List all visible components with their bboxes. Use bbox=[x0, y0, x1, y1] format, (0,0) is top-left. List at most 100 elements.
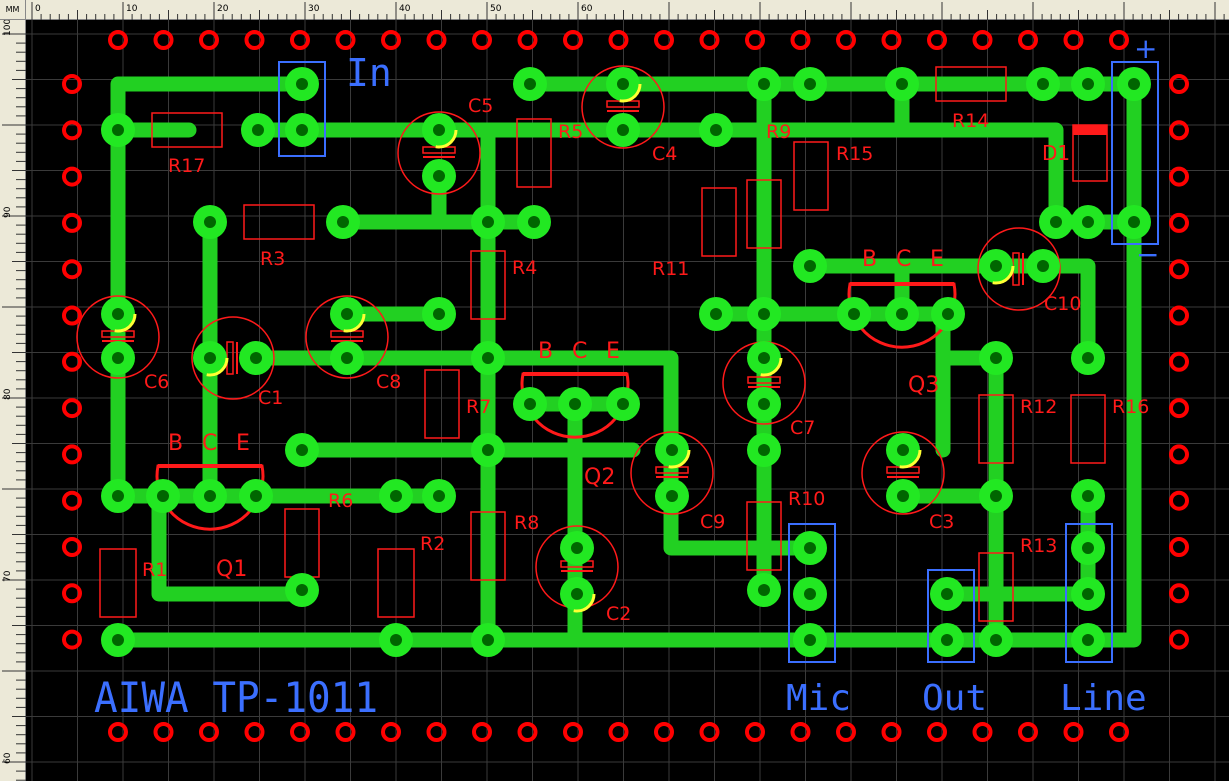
pad-hole bbox=[204, 216, 216, 228]
pad-hole bbox=[666, 490, 678, 502]
pad-hole bbox=[758, 398, 770, 410]
resistor-label-r17: R17 bbox=[168, 155, 205, 177]
mounting-hole bbox=[608, 30, 629, 50]
resistor-label-r11: R11 bbox=[652, 258, 689, 280]
resistor-label-r14: R14 bbox=[952, 110, 989, 132]
pad-hole bbox=[941, 634, 953, 646]
mounting-hole bbox=[1169, 490, 1189, 511]
pad-hole bbox=[112, 124, 124, 136]
connector-outline bbox=[788, 523, 836, 663]
resistor-body bbox=[243, 204, 315, 240]
pad-hole bbox=[710, 124, 722, 136]
pad-hole bbox=[617, 398, 629, 410]
mounting-hole bbox=[381, 722, 401, 742]
pad-hole bbox=[804, 634, 816, 646]
resistor-label-r12: R12 bbox=[1020, 396, 1057, 418]
pad-hole bbox=[296, 444, 308, 456]
polarity-mark bbox=[653, 431, 691, 469]
pad-hole bbox=[204, 352, 216, 364]
diode-cathode-band bbox=[1073, 125, 1107, 135]
pad-hole bbox=[524, 398, 536, 410]
mounting-hole bbox=[608, 722, 629, 742]
pad-hole bbox=[337, 216, 349, 228]
resistor-label-r13: R13 bbox=[1020, 535, 1057, 557]
transistor-pin-label: C bbox=[202, 431, 217, 456]
pad-hole bbox=[433, 124, 445, 136]
mounting-hole bbox=[62, 490, 82, 511]
mounting-hole bbox=[517, 30, 538, 50]
copper-track bbox=[110, 76, 1142, 648]
transistor-pin-label: E bbox=[930, 247, 944, 272]
ruler-label: 60 bbox=[3, 752, 13, 764]
ruler-label: 40 bbox=[399, 4, 411, 14]
mounting-hole bbox=[472, 30, 492, 50]
plus-polarity-label: + bbox=[1134, 32, 1157, 65]
mounting-hole bbox=[62, 629, 82, 650]
pad-hole bbox=[1082, 490, 1094, 502]
mounting-hole bbox=[1169, 305, 1189, 326]
mounting-hole bbox=[426, 722, 447, 742]
mounting-hole bbox=[62, 305, 82, 326]
mounting-hole bbox=[654, 30, 674, 50]
capacitor-label-c8: C8 bbox=[376, 371, 401, 393]
board-title: AIWA TP-1011 bbox=[94, 673, 378, 722]
pad-hole bbox=[1037, 78, 1049, 90]
transistor-pin-label: C bbox=[572, 339, 587, 364]
mounting-hole bbox=[972, 30, 993, 50]
mounting-hole bbox=[654, 722, 674, 742]
pad-hole bbox=[112, 490, 124, 502]
resistor-body bbox=[151, 112, 223, 148]
pad-hole bbox=[804, 78, 816, 90]
resistor-body bbox=[470, 511, 506, 581]
pad-hole bbox=[341, 308, 353, 320]
mounting-hole bbox=[1063, 722, 1084, 742]
resistor-label-r3: R3 bbox=[260, 248, 285, 270]
pad-hole bbox=[1082, 352, 1094, 364]
mounting-hole bbox=[927, 722, 947, 742]
transistor-pin-label: B bbox=[862, 247, 877, 272]
mounting-hole bbox=[199, 722, 219, 742]
pad-hole bbox=[848, 308, 860, 320]
resistor-body bbox=[470, 250, 506, 320]
resistor-label-r6: R6 bbox=[328, 490, 353, 512]
resistor-label-r2: R2 bbox=[420, 533, 445, 555]
mounting-hole bbox=[335, 30, 356, 50]
mounting-hole bbox=[62, 351, 82, 372]
connector-outline bbox=[1065, 523, 1113, 663]
mounting-hole bbox=[244, 722, 265, 742]
pad-hole bbox=[617, 124, 629, 136]
polarity-mark bbox=[604, 65, 642, 103]
pad-hole bbox=[758, 584, 770, 596]
resistor-body bbox=[746, 179, 782, 249]
mounting-hole bbox=[1169, 444, 1189, 465]
pad-hole bbox=[569, 398, 581, 410]
mounting-hole bbox=[153, 722, 174, 742]
pad-hole bbox=[482, 444, 494, 456]
resistor-label-r16: R16 bbox=[1112, 396, 1149, 418]
ruler-label: 80 bbox=[3, 388, 13, 400]
mounting-hole bbox=[1018, 30, 1038, 50]
mounting-hole bbox=[472, 722, 492, 742]
pad-hole bbox=[897, 444, 909, 456]
pad-hole bbox=[1082, 588, 1094, 600]
pad-hole bbox=[482, 634, 494, 646]
resistor-label-r10: R10 bbox=[788, 488, 825, 510]
transistor-label-q1: Q1 bbox=[216, 557, 247, 582]
resistor-body bbox=[424, 369, 460, 439]
mounting-hole bbox=[1169, 166, 1189, 187]
polarity-mark bbox=[977, 247, 1015, 285]
out-connector-label: Out bbox=[922, 678, 987, 719]
pad-hole bbox=[250, 352, 262, 364]
ruler-label: 90 bbox=[3, 206, 13, 218]
minus-polarity-label: − bbox=[1136, 238, 1159, 271]
copper-track bbox=[151, 488, 310, 602]
ruler-unit-label: MM bbox=[0, 0, 26, 20]
pad-hole bbox=[571, 588, 583, 600]
pad-hole bbox=[710, 308, 722, 320]
capacitor-label-c4: C4 bbox=[652, 143, 677, 165]
resistor-body bbox=[978, 394, 1014, 464]
